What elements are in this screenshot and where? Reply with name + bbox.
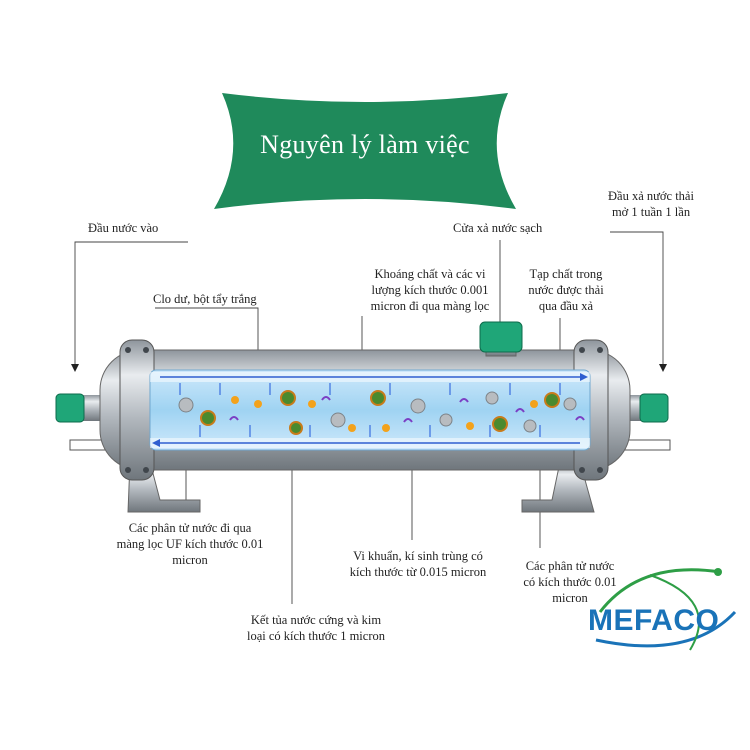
clean-outlet-label: Cửa xả nước sạch [453, 221, 543, 235]
water-molecules-left-line-3: micron [172, 553, 208, 567]
minerals-label-line-2: lượng kích thước 0.001 [371, 283, 489, 297]
water-molecules-left-line-2: màng lọc UF kích thước 0.01 [116, 537, 264, 551]
drain-label: Đầu xả nước thải mở 1 tuần 1 lần [586, 188, 716, 220]
inlet-label: Đầu nước vào [88, 221, 159, 235]
impurities-label-line-2: nước được thải [528, 283, 604, 297]
water-molecules-right-line-1: Các phân tử nước [525, 559, 615, 573]
drain-label-line-2: mở 1 tuần 1 lần [611, 205, 691, 219]
bacteria-label-line-1: Vi khuẩn, kí sinh trùng có [353, 549, 483, 563]
minerals-label-line-1: Khoáng chất và các vi [374, 267, 486, 281]
impurities-label: Tạp chất trong nước được thải qua đầu xả [516, 266, 616, 314]
water-molecules-right-label: Các phân tử nước có kích thước 0.01 micr… [510, 558, 630, 606]
minerals-label: Khoáng chất và các vi lượng kích thước 0… [350, 266, 510, 314]
title-banner [214, 93, 516, 209]
impurities-label-line-1: Tạp chất trong [529, 267, 603, 281]
diagram-title: Nguyên lý làm việc [260, 130, 470, 159]
water-molecules-right-line-3: micron [552, 591, 588, 605]
water-molecules-left-label: Các phân tử nước đi qua màng lọc UF kích… [100, 520, 280, 568]
sediment-label-line-1: Kết tủa nước cứng và kim [250, 613, 382, 627]
bacteria-label: Vi khuẩn, kí sinh trùng có kích thước từ… [334, 548, 502, 580]
water-molecules-left-line-1: Các phân tử nước đi qua [128, 521, 252, 535]
sediment-label-line-2: loại có kích thước 1 micron [246, 629, 385, 643]
mefaco-logo: MEFACO [588, 604, 720, 637]
water-molecules-right-line-2: có kích thước 0.01 [523, 575, 617, 589]
minerals-label-line-3: micron đi qua màng lọc [370, 299, 490, 313]
impurities-label-line-3: qua đầu xả [538, 299, 594, 313]
sediment-label: Kết tủa nước cứng và kim loại có kích th… [226, 612, 406, 644]
chlorine-label: Clo dư, bột tẩy trắng [153, 292, 257, 306]
drain-label-line-1: Đầu xả nước thải [608, 189, 694, 203]
bacteria-label-line-2: kích thước từ 0.015 micron [349, 565, 487, 579]
